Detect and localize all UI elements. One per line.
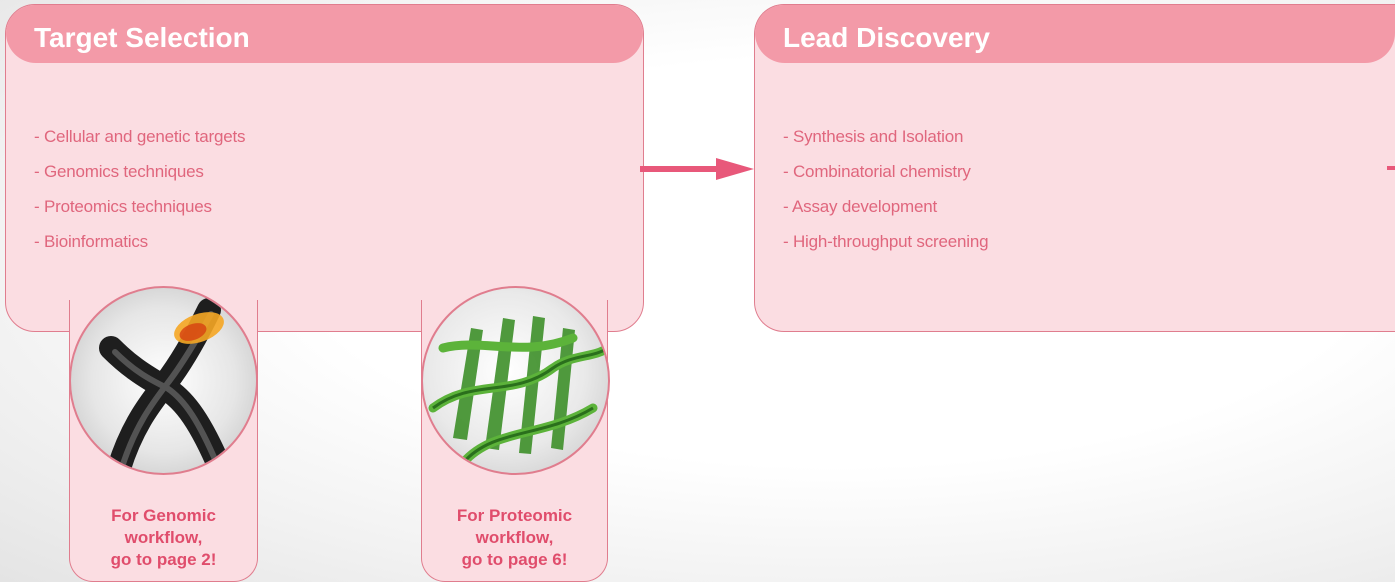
lead-discovery-title: Lead Discovery xyxy=(755,5,1395,63)
list-item: - Combinatorial chemistry xyxy=(783,162,971,181)
chromosome-image[interactable] xyxy=(69,286,258,475)
list-item: - High-throughput screening xyxy=(783,232,989,251)
proteomic-line-2[interactable]: workflow, xyxy=(475,528,554,547)
target-selection-box: Target Selection - Cellular and genetic … xyxy=(5,4,644,332)
genomic-line-3[interactable]: go to page 2! xyxy=(110,550,217,569)
list-item: - Cellular and genetic targets xyxy=(34,127,246,146)
genomic-line-1[interactable]: For Genomic xyxy=(111,506,216,525)
lead-discovery-list: - Synthesis and Isolation - Combinatoria… xyxy=(783,119,989,259)
protein-ribbon-image[interactable] xyxy=(421,286,610,475)
proteomic-workflow-text[interactable]: For Proteomic workflow, go to page 6! xyxy=(422,505,607,571)
list-item: - Synthesis and Isolation xyxy=(783,127,964,146)
flow-arrow-icon xyxy=(640,158,754,180)
flow-arrow-exit-icon xyxy=(1387,166,1395,170)
list-item: - Genomics techniques xyxy=(34,162,204,181)
genomic-line-2[interactable]: workflow, xyxy=(124,528,203,547)
list-item: - Assay development xyxy=(783,197,938,216)
list-item: - Proteomics techniques xyxy=(34,197,212,216)
lead-discovery-box: Lead Discovery - Synthesis and Isolation… xyxy=(754,4,1395,332)
genomic-workflow-text[interactable]: For Genomic workflow, go to page 2! xyxy=(70,505,257,571)
target-selection-list: - Cellular and genetic targets - Genomic… xyxy=(34,119,246,259)
proteomic-line-3[interactable]: go to page 6! xyxy=(461,550,568,569)
proteomic-line-1[interactable]: For Proteomic xyxy=(456,506,573,525)
target-selection-title: Target Selection xyxy=(6,5,643,63)
list-item: - Bioinformatics xyxy=(34,232,148,251)
